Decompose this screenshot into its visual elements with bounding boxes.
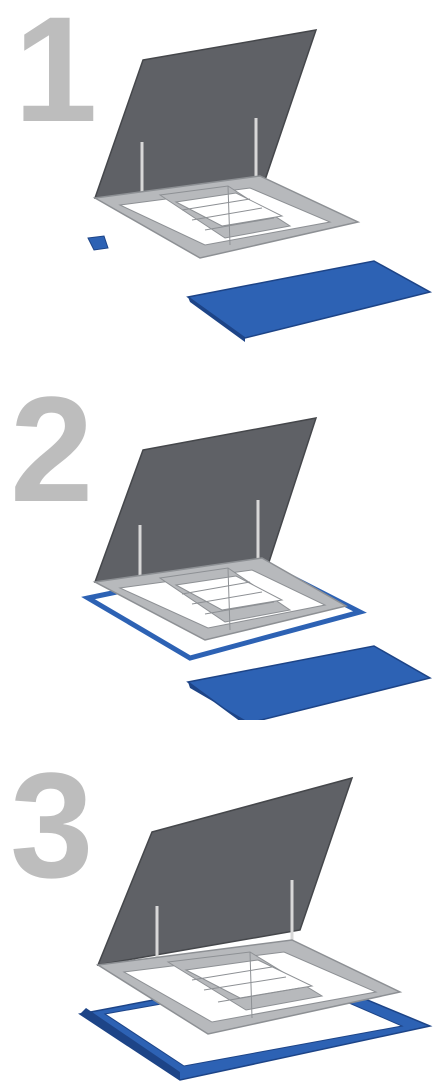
step-number: 3 <box>10 750 89 900</box>
bolt-hole <box>354 1048 358 1052</box>
step-3: 3 <box>0 720 438 1084</box>
step-1: 1 <box>0 0 438 360</box>
lid <box>98 778 352 965</box>
blue-ramp <box>188 646 430 720</box>
bracket-piece <box>88 236 108 250</box>
step-number: 1 <box>14 0 93 144</box>
bolt-hole <box>315 1057 321 1063</box>
lid <box>95 418 316 582</box>
lid <box>95 30 316 198</box>
step-number: 2 <box>10 374 89 524</box>
step-2: 2 <box>0 360 438 720</box>
